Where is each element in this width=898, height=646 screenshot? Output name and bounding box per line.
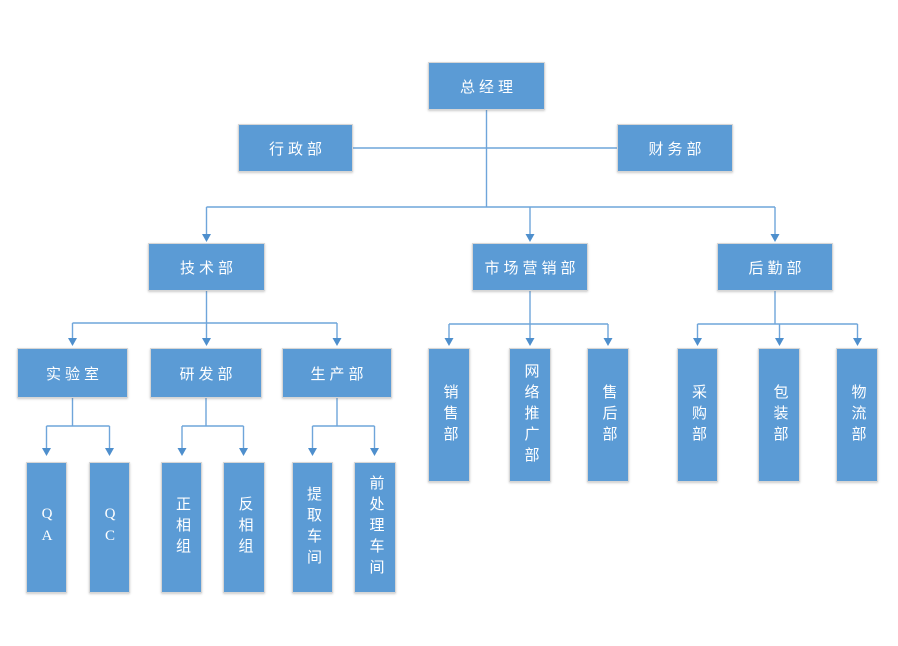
node-packaging-dept: 包装部 bbox=[758, 348, 800, 482]
node-label: 销售部 bbox=[441, 383, 458, 447]
node-label: 财务部 bbox=[648, 141, 706, 158]
node-label: 实验室 bbox=[45, 366, 103, 383]
node-normal-phase-group: 正相组 bbox=[161, 462, 202, 593]
arrowheads bbox=[42, 234, 862, 456]
node-label: 提取车间 bbox=[305, 485, 321, 570]
node-sales-dept: 销售部 bbox=[428, 348, 470, 482]
node-logistics-dept: 物流部 bbox=[836, 348, 878, 482]
node-label: 采购部 bbox=[690, 383, 706, 447]
node-finance-dept: 财务部 bbox=[617, 124, 733, 172]
connector-wires bbox=[45, 110, 859, 450]
node-purchasing-dept: 采购部 bbox=[677, 348, 718, 482]
node-rnd-dept: 研发部 bbox=[150, 348, 262, 398]
node-lab: 实验室 bbox=[17, 348, 128, 398]
node-label: 市场营销部 bbox=[484, 260, 580, 277]
node-admin-dept: 行政部 bbox=[238, 124, 353, 172]
node-reverse-phase-group: 反相组 bbox=[223, 462, 265, 593]
node-label: 总经理 bbox=[459, 79, 517, 96]
node-after-sales-dept: 售后部 bbox=[587, 348, 629, 482]
node-production-dept: 生产部 bbox=[282, 348, 392, 398]
node-qa: QA bbox=[26, 462, 67, 593]
node-label: 网络推广部 bbox=[522, 362, 539, 468]
node-label: 正相组 bbox=[174, 496, 190, 559]
node-label: QA bbox=[39, 505, 55, 550]
node-label: 技术部 bbox=[179, 260, 237, 277]
node-label: 物流部 bbox=[849, 383, 866, 447]
node-general-manager: 总经理 bbox=[428, 62, 545, 110]
node-marketing-dept: 市场营销部 bbox=[472, 243, 588, 291]
node-label: 行政部 bbox=[268, 141, 326, 158]
node-rear-service-dept: 后勤部 bbox=[717, 243, 833, 291]
node-qc: QC bbox=[89, 462, 130, 593]
node-label: 售后部 bbox=[600, 383, 617, 447]
node-label: QC bbox=[102, 505, 118, 550]
node-pretreatment-workshop: 前处理车间 bbox=[354, 462, 396, 593]
node-label: 研发部 bbox=[179, 366, 237, 383]
node-label: 反相组 bbox=[236, 496, 253, 559]
node-label: 生产部 bbox=[310, 366, 368, 383]
node-tech-dept: 技术部 bbox=[148, 243, 265, 291]
node-label: 前处理车间 bbox=[367, 475, 384, 580]
node-label: 包装部 bbox=[771, 383, 788, 447]
node-extraction-workshop: 提取车间 bbox=[292, 462, 333, 593]
node-label: 后勤部 bbox=[748, 260, 806, 277]
node-online-promotion-dept: 网络推广部 bbox=[509, 348, 551, 482]
